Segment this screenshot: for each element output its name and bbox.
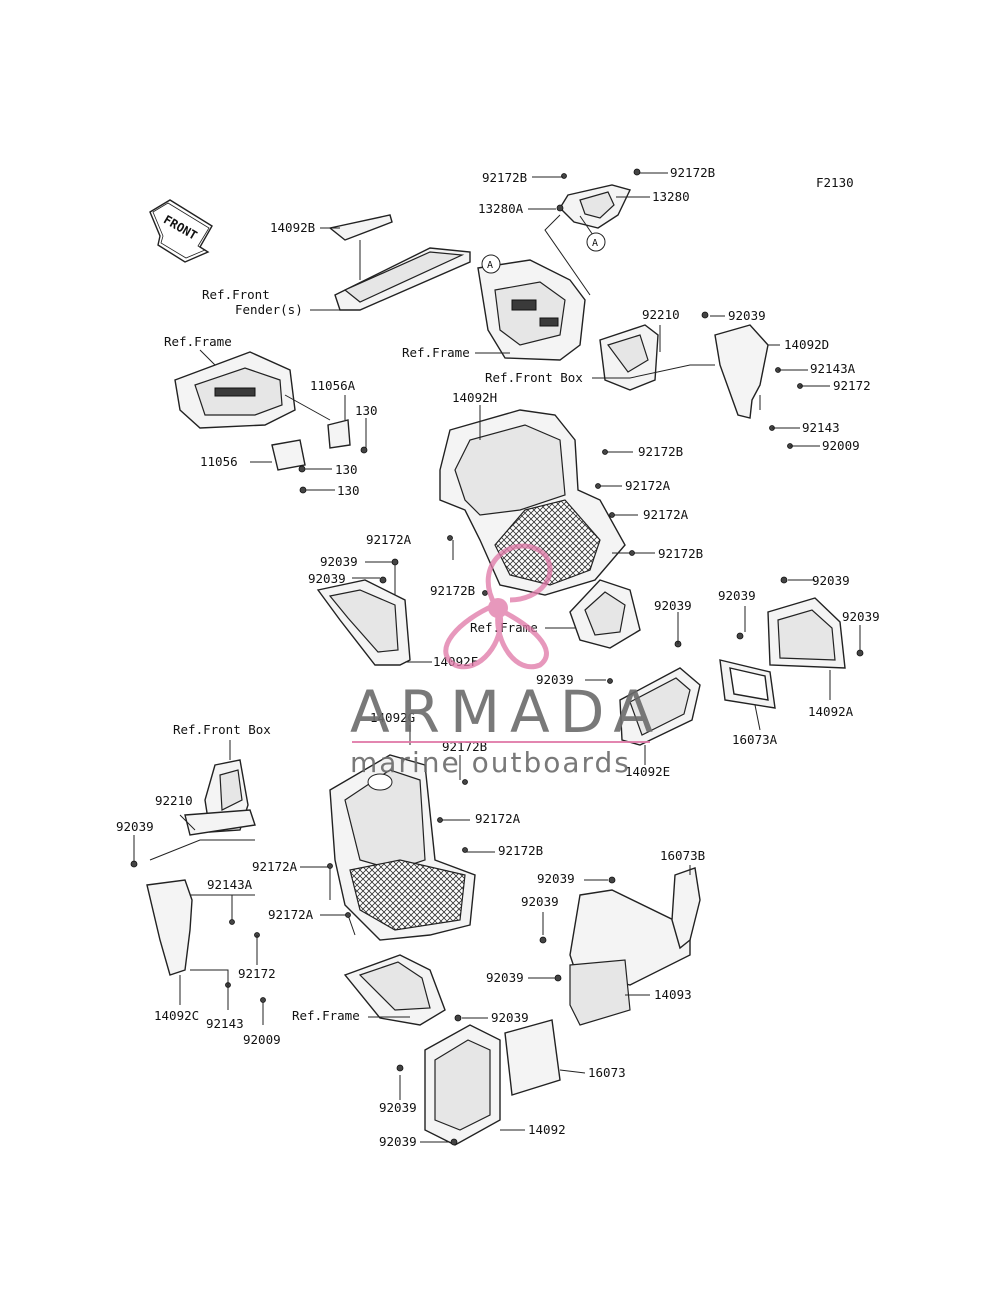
mat-16073: [504, 1019, 561, 1096]
label-92172A: 92172A: [625, 478, 671, 493]
mat-16073B: [671, 867, 701, 950]
label-92039: 92039: [654, 598, 692, 613]
label-92009: 92009: [822, 438, 860, 453]
callout-a-text: A: [592, 238, 598, 249]
label-92172A: 92172A: [268, 907, 314, 922]
cover-14092B: [328, 214, 471, 311]
label-92039: 92039: [308, 571, 346, 586]
frame-section-left: [174, 351, 296, 429]
label-14092E: 14092E: [625, 764, 670, 779]
label-92039: 92039: [536, 672, 574, 687]
label-ref-frame: Ref.Frame: [292, 1008, 360, 1023]
floor-panel-14092H: [439, 409, 626, 596]
watermark-divider: [352, 741, 650, 743]
label-92039: 92039: [842, 609, 880, 624]
label-92039: 92039: [537, 871, 575, 886]
label-ref-front-box: Ref.Front Box: [173, 722, 271, 737]
cover-14092E: [607, 640, 701, 746]
label-ref-frame: Ref.Frame: [164, 334, 232, 349]
label-92172: 92172: [833, 378, 871, 393]
label-92039: 92039: [718, 588, 756, 603]
label-92172B: 92172B: [638, 444, 683, 459]
label-92039: 92039: [491, 1010, 529, 1025]
label-16073: 16073: [588, 1065, 626, 1080]
label-92039: 92039: [379, 1134, 417, 1149]
label-16073B: 16073B: [660, 848, 705, 863]
label-92172B: 92172B: [498, 843, 543, 858]
label-92172A: 92172A: [475, 811, 521, 826]
front-arrow-icon: FRONT: [149, 199, 213, 263]
callout-a-mid: [481, 254, 501, 274]
label-14093: 14093: [654, 987, 692, 1002]
label-92210: 92210: [642, 307, 680, 322]
label-14092B: 14092B: [270, 220, 315, 235]
label-14092D: 14092D: [784, 337, 829, 352]
frame-section-mid: [569, 579, 641, 649]
label-14092: 14092: [528, 1122, 566, 1137]
label-16073A: 16073A: [732, 732, 778, 747]
cover-14092: [396, 1014, 501, 1146]
label-92143: 92143: [802, 420, 840, 435]
label-92009: 92009: [243, 1032, 281, 1047]
label-130: 130: [355, 403, 378, 418]
label-92039: 92039: [812, 573, 850, 588]
label-92172: 92172: [238, 966, 276, 981]
label-92143A: 92143A: [207, 877, 253, 892]
label-92172B: 92172B: [430, 583, 475, 598]
label-92172B: 92172B: [670, 165, 715, 180]
front-box-ref-upper: [599, 324, 659, 391]
label-13280: 13280: [652, 189, 690, 204]
bracket-11056: [271, 419, 368, 494]
bracket-13280: [556, 168, 641, 229]
cover-14092A: [736, 576, 864, 669]
frame-section-top: [477, 259, 586, 361]
label-14092G: 14092G: [370, 710, 415, 725]
label-92172B: 92172B: [658, 546, 703, 561]
cover-14092F: [316, 558, 411, 666]
callout-a-top: [586, 232, 606, 252]
label-ref-frame: Ref.Frame: [402, 345, 470, 360]
label-ref-front-box: Ref.Front Box: [485, 370, 583, 385]
label-92172B: 92172B: [482, 170, 527, 185]
label-14092A: 14092A: [808, 704, 854, 719]
label-ref-front-fender: Fender(s): [235, 302, 303, 317]
label-92143A: 92143A: [810, 361, 856, 376]
label-14092H: 14092H: [452, 390, 497, 405]
armada-watermark: ARMADA marine outboards: [350, 543, 663, 779]
label-ref-front-fender: Ref.Front: [202, 287, 270, 302]
cover-14093: [539, 876, 691, 1026]
figure-code: F2130: [816, 175, 854, 190]
label-92039: 92039: [521, 894, 559, 909]
label-130: 130: [337, 483, 360, 498]
frame-section-bottom: [343, 954, 446, 1026]
label-92039: 92039: [379, 1100, 417, 1115]
label-92172A: 92172A: [643, 507, 689, 522]
label-13280A: 13280A: [478, 201, 524, 216]
label-92210: 92210: [155, 793, 193, 808]
label-11056: 11056: [200, 454, 238, 469]
label-14092C: 14092C: [154, 1008, 199, 1023]
label-92172A: 92172A: [366, 532, 412, 547]
floor-panel-14092G: [329, 754, 476, 941]
propeller-logo-icon: [443, 543, 553, 670]
label-92039: 92039: [116, 819, 154, 834]
mat-16073A: [719, 659, 776, 709]
front-box-ref-lower: [184, 759, 256, 836]
label-92172A: 92172A: [252, 859, 298, 874]
label-92039: 92039: [320, 554, 358, 569]
label-130: 130: [335, 462, 358, 477]
label-11056A: 11056A: [310, 378, 356, 393]
label-92039: 92039: [486, 970, 524, 985]
callout-a-text: A: [487, 260, 493, 271]
label-92039: 92039: [728, 308, 766, 323]
watermark-tagline: marine outboards: [350, 746, 631, 779]
label-92143: 92143: [206, 1016, 244, 1031]
watermark-brand: ARMADA: [350, 678, 663, 746]
